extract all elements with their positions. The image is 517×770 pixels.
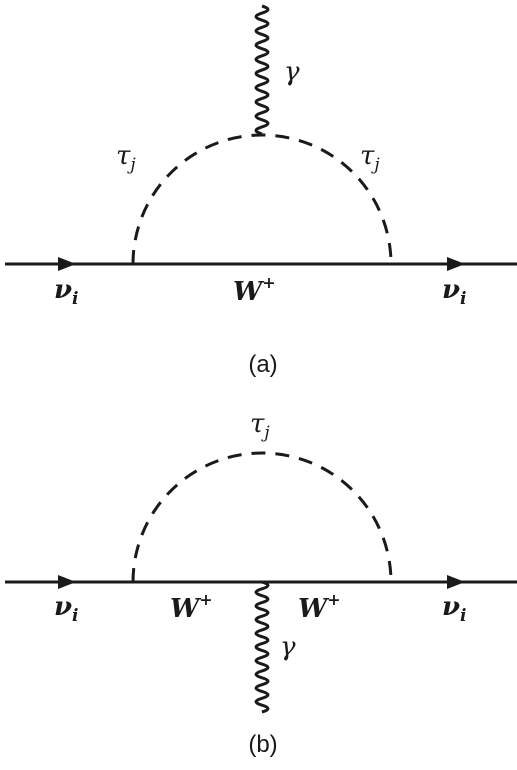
- nu-in-label-a: νi: [54, 275, 79, 309]
- nu-out-label-a: νi: [442, 275, 467, 309]
- w-boson-right-label-b: W+: [298, 590, 341, 624]
- diagram-b: τj γ νi W+ W+ νi (b): [5, 409, 517, 758]
- caption-b: (b): [248, 731, 277, 758]
- photon-label-b: γ: [280, 632, 296, 662]
- arrow-out-a-icon: [447, 257, 465, 271]
- photon-label-a: γ: [284, 57, 300, 87]
- arrow-in-a-icon: [58, 257, 76, 271]
- tau-label-left-a: τj: [116, 141, 136, 175]
- w-boson-left-label-b: W+: [170, 590, 213, 624]
- tau-label-top-b: τj: [250, 409, 270, 443]
- diagram-a: τj τj γ νi W+ νi (a): [5, 4, 517, 378]
- arrow-out-b-icon: [447, 575, 465, 589]
- tau-loop-b: [131, 451, 393, 583]
- photon-line-b: [254, 580, 270, 714]
- arrow-in-b-icon: [58, 575, 76, 589]
- nu-out-label-b: νi: [442, 592, 467, 626]
- w-boson-label-a: W+: [233, 273, 276, 307]
- nu-in-label-b: νi: [54, 592, 79, 626]
- caption-a: (a): [248, 351, 277, 378]
- photon-line-a: [254, 4, 270, 136]
- tau-loop-a: [131, 133, 393, 265]
- tau-label-right-a: τj: [360, 141, 380, 175]
